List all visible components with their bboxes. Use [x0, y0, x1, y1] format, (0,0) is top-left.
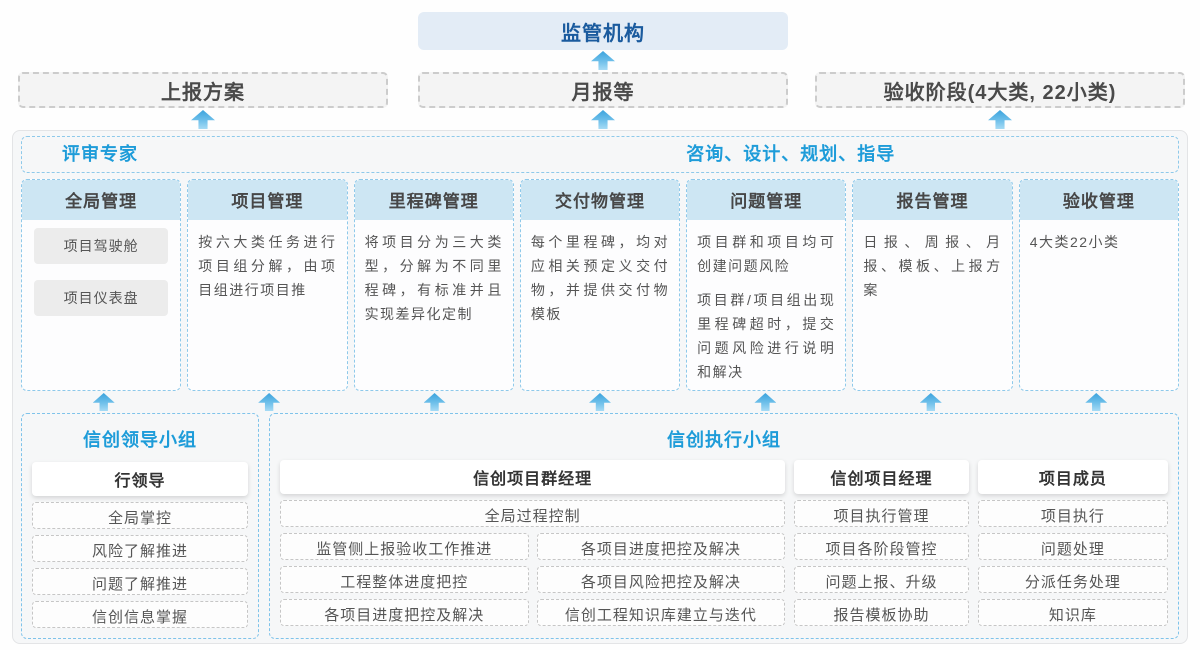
column-text: 将项目分为三大类型，分解为不同里程碑，有标准并且实现差异化定制: [364, 234, 503, 323]
up-arrow-icon: [588, 393, 611, 411]
up-arrow-icon: [191, 110, 215, 129]
chip-project-cockpit: 项目驾驶舱: [34, 228, 169, 265]
arrow-cell: [186, 393, 351, 411]
exec-group-title: 信创执行小组: [667, 430, 781, 450]
task-item: 全局过程控制: [280, 500, 786, 527]
task-item: 监管侧上报验收工作推进: [280, 533, 529, 560]
role-header-program-manager: 信创项目群经理: [280, 460, 786, 494]
column-text: 项目群和项目均可创建问题风险: [697, 234, 836, 275]
acceptance-stage-box: 验收阶段(4大类, 22小类): [815, 72, 1185, 108]
up-arrow-icon: [591, 110, 615, 129]
up-arrow-icon: [258, 393, 281, 411]
task-item: 问题处理: [977, 533, 1168, 560]
task-item: 分派任务处理: [977, 566, 1168, 593]
management-columns: 全局管理 项目驾驶舱 项目仪表盘 项目管理 按六大类任务进行项目组分解，由项目组…: [21, 179, 1179, 391]
platform-container: 评审专家 咨询、设计、规划、指导 全局管理 项目驾驶舱 项目仪表盘 项目管理 按…: [12, 130, 1188, 644]
section-project-manager: 信创项目经理 项目执行管理 项目各阶段管控 问题上报、升级 报告模板协助: [794, 460, 969, 626]
column-text: 4大类22小类: [1029, 234, 1120, 250]
task-item: 各项目进度把控及解决: [280, 599, 529, 626]
column-text: 项目群/项目组出现里程碑超时，提交问题风险进行说明和解决: [697, 292, 836, 381]
task-item: 问题上报、升级: [794, 566, 969, 593]
task-item: 问题了解推进: [32, 568, 248, 595]
exec-group-content: 信创项目群经理 全局过程控制 监管侧上报验收工作推进 各项目进度把控及解决 工程…: [280, 460, 1168, 626]
column-title: 交付物管理: [520, 180, 680, 220]
report-plan-box: 上报方案: [18, 72, 388, 108]
column-title: 项目管理: [188, 180, 347, 220]
arrow-cell: [683, 393, 848, 411]
column-title: 报告管理: [853, 180, 1012, 220]
monthly-report-label: 月报等: [571, 81, 635, 104]
column-report-mgmt: 报告管理 日报、周报、月报、模板、上报方案: [852, 179, 1013, 391]
consult-bar: 评审专家 咨询、设计、规划、指导: [21, 136, 1179, 173]
up-arrow-icon: [1085, 393, 1108, 411]
column-acceptance-mgmt: 验收管理 4大类22小类: [1018, 179, 1179, 391]
regulator-box: 监管机构: [418, 12, 788, 50]
arrow-cell: [517, 393, 682, 411]
consult-label: 咨询、设计、规划、指导: [686, 144, 896, 164]
arrow-strip: [21, 391, 1179, 413]
column-milestone-mgmt: 里程碑管理 将项目分为三大类型，分解为不同里程碑，有标准并且实现差异化定制: [353, 179, 514, 391]
exec-group-box: 信创执行小组 信创项目群经理 全局过程控制 监管侧上报验收工作推进 各项目进度把…: [269, 413, 1179, 639]
up-arrow-icon: [988, 110, 1012, 129]
up-arrow-icon: [919, 393, 942, 411]
column-title: 验收管理: [1019, 180, 1178, 220]
arrow-cell: [21, 393, 186, 411]
arrow-cell: [1014, 393, 1179, 411]
role-header-project-manager: 信创项目经理: [794, 460, 969, 494]
monthly-report-box: 月报等: [418, 72, 788, 108]
section-project-member: 项目成员 项目执行 问题处理 分派任务处理 知识库: [977, 460, 1168, 626]
up-arrow-icon: [754, 393, 777, 411]
column-issue-mgmt: 问题管理 项目群和项目均可创建问题风险 项目群/项目组出现里程碑超时，提交问题风…: [686, 179, 847, 391]
up-arrow-icon: [92, 393, 115, 411]
leader-group-title: 信创领导小组: [83, 430, 197, 450]
column-text: 每个里程碑，均对应相关预定义交付物，并提供交付物模板: [530, 234, 670, 323]
chip-project-dashboard: 项目仪表盘: [34, 280, 169, 317]
column-project-mgmt: 项目管理 按六大类任务进行项目组分解，由项目组进行项目推: [187, 179, 348, 391]
review-expert-label: 评审专家: [62, 144, 138, 164]
up-arrow-icon: [591, 51, 615, 70]
column-global-mgmt: 全局管理 项目驾驶舱 项目仪表盘: [21, 179, 182, 391]
task-item: 各项目风险把控及解决: [536, 566, 786, 593]
column-body: 项目群和项目均可创建问题风险 项目群/项目组出现里程碑超时，提交问题风险进行说明…: [687, 220, 845, 390]
task-item: 项目各阶段管控: [794, 533, 969, 560]
report-plan-label: 上报方案: [161, 81, 245, 104]
task-item: 知识库: [977, 599, 1168, 626]
task-item: 项目执行: [977, 500, 1168, 527]
arrow-cell: [352, 393, 517, 411]
teams-row: 信创领导小组 行领导 全局掌控 风险了解推进 问题了解推进 信创信息掌握 信创执…: [21, 413, 1179, 639]
role-header-project-member: 项目成员: [977, 460, 1168, 494]
task-item: 全局掌控: [32, 502, 248, 529]
column-text: 按六大类任务进行项目组分解，由项目组进行项目推: [198, 234, 337, 299]
arrow-cell: [848, 393, 1013, 411]
column-title: 里程碑管理: [354, 180, 513, 220]
task-item: 工程整体进度把控: [280, 566, 529, 593]
task-item: 风险了解推进: [32, 535, 248, 562]
task-item: 信创工程知识库建立与迭代: [536, 599, 786, 626]
up-arrow-icon: [423, 393, 446, 411]
role-header-bank-leader: 行领导: [32, 462, 248, 496]
column-deliverable-mgmt: 交付物管理 每个里程碑，均对应相关预定义交付物，并提供交付物模板: [519, 179, 681, 391]
column-text: 日报、周报、月报、模板、上报方案: [863, 234, 1002, 299]
section-program-manager: 信创项目群经理 全局过程控制 监管侧上报验收工作推进 各项目进度把控及解决 工程…: [280, 460, 786, 626]
task-item: 报告模板协助: [794, 599, 969, 626]
acceptance-stage-label: 验收阶段(4大类, 22小类): [883, 81, 1117, 104]
program-manager-task-grid: 监管侧上报验收工作推进 各项目进度把控及解决 工程整体进度把控 各项目风险把控及…: [280, 527, 786, 626]
column-title: 问题管理: [687, 180, 846, 220]
regulator-label: 监管机构: [561, 22, 645, 45]
column-title: 全局管理: [22, 180, 181, 220]
task-item: 各项目进度把控及解决: [536, 533, 786, 560]
task-item: 项目执行管理: [794, 500, 969, 527]
column-body: 项目驾驶舱 项目仪表盘: [22, 228, 180, 317]
task-item: 信创信息掌握: [32, 601, 248, 628]
leader-group-box: 信创领导小组 行领导 全局掌控 风险了解推进 问题了解推进 信创信息掌握: [21, 413, 259, 639]
